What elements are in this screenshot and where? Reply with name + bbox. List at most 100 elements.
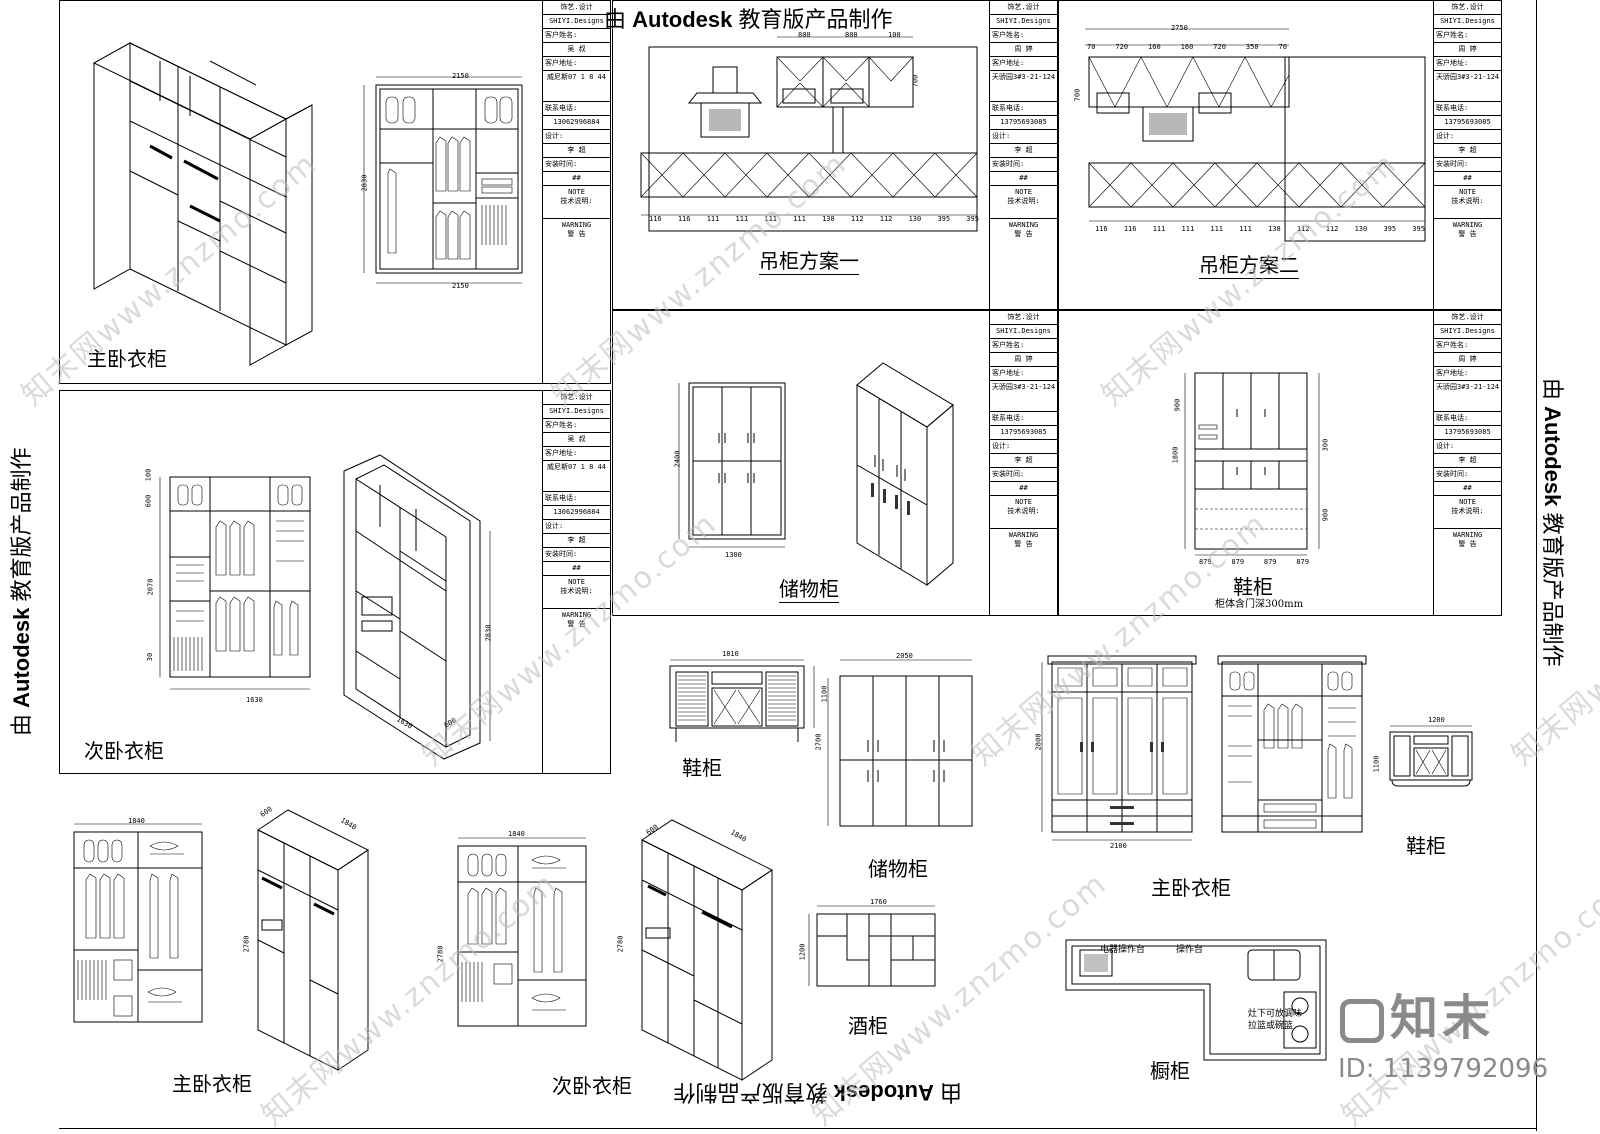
title-block: 饰艺.设计 SHIYI.Designs 客户姓名: 周 婷 客户地址: 天骄园3… — [989, 311, 1057, 615]
tb-client-name: 吴 叔 — [543, 43, 610, 57]
banner-top-prefix: 由 — [604, 7, 627, 32]
title-block: 饰艺.设计 SHIYI.Designs 客户姓名: 吴 叔 客户地址: 威尼斯0… — [542, 1, 610, 383]
tb-phone: 13795693085 — [990, 116, 1057, 130]
tb-phone-label: 联系电话: — [990, 412, 1057, 426]
bottom-dim: 112 — [1325, 225, 1339, 233]
bottom-dim-row: 879 879 879 879 — [1199, 558, 1309, 566]
title-block: 饰艺.设计 SHIYI.Designs 客户姓名: 周 婷 客户地址: 天骄园3… — [989, 1, 1057, 309]
tb-install-label: 安装时间: — [990, 468, 1057, 482]
sheet-shoe-cabinet: 900 300 900 1800 879 879 879 879 鞋柜 柜体含门… — [1058, 310, 1502, 616]
title-block: 饰艺.设计 SHIYI.Designs 客户姓名: 吴 叔 客户地址: 威尼斯0… — [542, 391, 610, 773]
bottom-dim: 111 — [1181, 225, 1195, 233]
dim-width-bottom: 2150 — [452, 282, 469, 290]
tb-client-name: 周 婷 — [990, 353, 1057, 367]
banner-top: 由 Autodesk 教育版产品制作 — [604, 2, 893, 34]
dim-2050: 2050 — [896, 652, 913, 660]
tb-warning-cn: 警 告 — [567, 620, 586, 628]
tb-install-label: 安装时间: — [543, 548, 610, 562]
master-wardrobe-3-elevation — [73, 823, 203, 1023]
master-wardrobe-3-iso — [257, 809, 369, 1071]
znzmo-logo: 知末 — [1340, 978, 1494, 1048]
dim-2070-side: 2070 — [146, 578, 155, 596]
bottom-dim: 395 — [1383, 225, 1397, 233]
tb-warning-cn: 警 告 — [1458, 230, 1477, 238]
dim-30-side: 30 — [146, 652, 155, 662]
dim-900-top: 900 — [1173, 398, 1182, 412]
wine-cabinet-drawing — [808, 905, 936, 987]
bottom-dim: 116 — [1095, 225, 1108, 233]
dim-2800: 2800 — [1034, 733, 1043, 751]
kitchen-cabinet-plan — [1065, 939, 1327, 1061]
tb-design-label: 设计: — [543, 520, 610, 534]
tb-warning-en: WARNING — [561, 611, 592, 619]
second-wardrobe-3-elevation — [457, 837, 587, 1027]
tb-client-label: 客户姓名: — [990, 339, 1057, 353]
tb-design-label: 设计: — [1434, 130, 1501, 144]
banner-left: 由 Autodesk 教育版产品制作 — [4, 447, 36, 736]
tb-designer: 李 超 — [990, 454, 1057, 468]
tb-phone-label: 联系电话: — [990, 102, 1057, 116]
bottom-dim: 879 — [1296, 558, 1309, 566]
bottom-dim: 116 — [649, 215, 662, 223]
tb-designer: 李 超 — [1434, 144, 1501, 158]
logo-mark-icon — [1340, 999, 1384, 1043]
dim-1800: 1800 — [1171, 446, 1180, 464]
tb-address-label: 客户地址: — [543, 57, 610, 71]
tb-address: 天骄园3#3-21-124 — [990, 381, 1057, 412]
tb-designer: 李 超 — [543, 144, 610, 158]
dim-1630-elev: 1630 — [246, 696, 263, 704]
bottom-dim: 112 — [850, 215, 864, 223]
storage-iso — [856, 362, 954, 587]
bottom-dim: 395 — [937, 215, 951, 223]
title-block: 饰艺.设计 SHIYI.Designs 客户姓名: 周 婷 客户地址: 天骄园3… — [1433, 311, 1501, 615]
dim-1810: 1810 — [722, 650, 739, 658]
banner-right-prefix: 由 — [1540, 378, 1565, 401]
tb-address: 天骄园3#3-21-124 — [990, 71, 1057, 102]
tb-company-en: SHIYI.Designs — [990, 325, 1057, 339]
shoe-cabinet-2-drawing — [1389, 725, 1473, 787]
tb-warning-en: WARNING — [1008, 531, 1039, 539]
hanging-cabinet-2-drawing — [1085, 28, 1426, 242]
dim-100-side: 100 — [144, 468, 153, 482]
caption-second-wardrobe: 次卧衣柜 — [84, 739, 164, 763]
hanging-cabinet-1-drawing — [640, 36, 978, 232]
caption-master-2: 主卧衣柜 — [1151, 876, 1231, 900]
second-wardrobe-iso — [343, 454, 491, 760]
bottom-dim-row: 116 116 111 111 111 111 138 112 112 130 … — [1095, 225, 1425, 233]
image-id: ID: 1139792096 — [1338, 1054, 1549, 1084]
tb-install: ## — [1434, 172, 1501, 186]
bottom-dim: 111 — [793, 215, 806, 223]
dim-1840-s3: 1840 — [508, 830, 525, 838]
tb-warning-cn: 警 告 — [1458, 540, 1477, 548]
dim-100: 100 — [888, 31, 901, 39]
tb-client-name: 周 婷 — [1434, 353, 1501, 367]
caption-shoe: 鞋柜 — [1233, 575, 1273, 599]
tb-phone: 13795693085 — [990, 426, 1057, 440]
dim-700: 700 — [911, 74, 920, 88]
tb-client-label: 客户姓名: — [543, 419, 610, 433]
tb-client-name: 周 婷 — [990, 43, 1057, 57]
tb-client-name: 周 婷 — [1434, 43, 1501, 57]
master-wardrobe-iso-drawing — [92, 42, 313, 366]
top-dim: 160 — [1180, 43, 1194, 51]
bottom-dim: 116 — [1123, 225, 1137, 233]
banner-right-suffix: 教育版产品制作 — [1540, 512, 1565, 667]
tb-company-en: SHIYI.Designs — [990, 15, 1057, 29]
tb-warning-en: WARNING — [1452, 221, 1483, 229]
dim-width-top: 2150 — [452, 72, 469, 80]
caption-hanging-2: 吊柜方案二 — [1199, 249, 1299, 279]
caption-shoe-1: 鞋柜 — [682, 756, 722, 780]
tb-note-label: NOTE — [568, 188, 585, 196]
tb-client-name: 吴 叔 — [543, 433, 610, 447]
tb-warning-cn: 警 告 — [1014, 540, 1033, 548]
tb-phone: 13062996884 — [543, 506, 610, 520]
sheet-second-bedroom-wardrobe: 1630 2830 1630 600 100 600 2070 30 次卧衣柜 … — [59, 390, 611, 774]
tb-address: 天骄园3#3-21-124 — [1434, 381, 1501, 412]
storage-cabinet-2-drawing — [827, 659, 973, 827]
tb-designer: 李 超 — [1434, 454, 1501, 468]
dim-1100-shoe2: 1100 — [1372, 755, 1381, 773]
